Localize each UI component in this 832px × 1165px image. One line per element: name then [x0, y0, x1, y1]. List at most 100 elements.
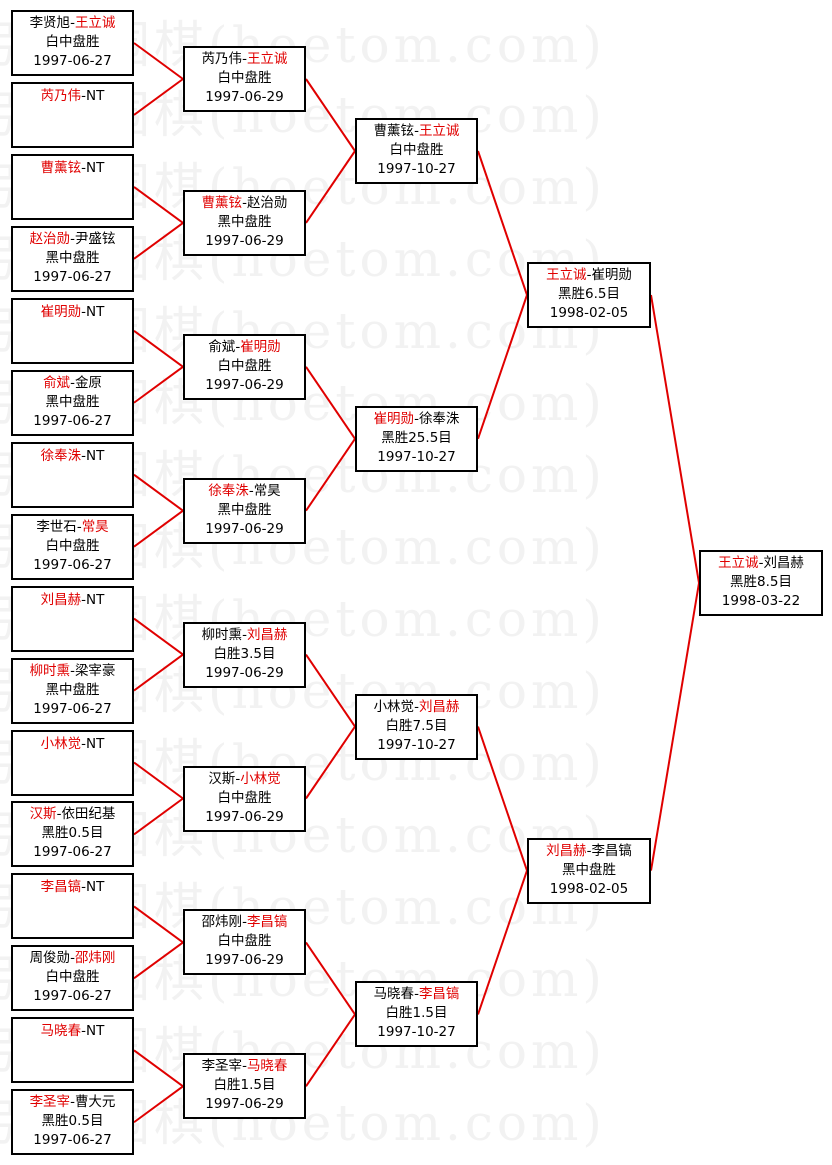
player-name: 汉斯 — [208, 771, 236, 787]
match-result: 黑胜6.5目 — [558, 286, 620, 302]
players-separator: - — [414, 699, 419, 715]
player-name: 刘昌赫 — [246, 627, 288, 643]
player-name: 徐奉洙 — [40, 448, 82, 464]
player-name: 邵炜刚 — [201, 914, 243, 930]
match-players: 刘昌赫-李昌镐 — [529, 842, 649, 861]
player-name: 崔明勋 — [240, 339, 281, 355]
players-separator: - — [70, 231, 75, 247]
match-result: 白中盘胜 — [389, 142, 444, 158]
player-name: 柳时熏 — [29, 663, 71, 679]
players-separator: - — [70, 375, 75, 391]
players-separator: - — [414, 986, 419, 1002]
match-box: 马晓春-NT — [11, 1017, 134, 1083]
match-players: 李贤旭-王立诚 — [13, 14, 132, 33]
bracket-connector-line — [133, 653, 184, 692]
players-separator: - — [242, 51, 247, 67]
player-name: 小林觉 — [373, 699, 415, 715]
player-name: 李贤旭 — [29, 15, 71, 31]
player-name: 曹薰铉 — [201, 195, 243, 211]
player-name: 李圣宰 — [29, 1094, 71, 1110]
players-separator: - — [70, 663, 75, 679]
match-players: 徐奉洙-NT — [13, 447, 132, 466]
player-name: 李昌镐 — [246, 914, 288, 930]
match-players: 刘昌赫-NT — [13, 591, 132, 610]
player-name: 金原 — [74, 375, 102, 391]
player-name: 曹薰铉 — [373, 123, 415, 139]
player-name: 俞斌 — [208, 339, 236, 355]
match-date: 1997-06-27 — [33, 413, 112, 429]
match-players: 芮乃伟-NT — [13, 87, 132, 106]
match-box: 芮乃伟-NT — [11, 82, 134, 148]
player-name: 李昌镐 — [591, 843, 632, 859]
match-players: 赵治勋-尹盛铉 — [13, 230, 132, 249]
bracket-connector-line — [133, 1085, 184, 1124]
match-date: 1997-10-27 — [377, 737, 456, 753]
player-name: NT — [86, 736, 105, 752]
players-separator: - — [81, 88, 86, 104]
bracket-connector-line — [305, 438, 356, 512]
match-players: 李圣宰-曹大元 — [13, 1093, 132, 1112]
players-separator: - — [242, 1058, 247, 1074]
player-name: 周俊勋 — [29, 950, 71, 966]
match-players: 王立诚-刘昌赫 — [701, 554, 821, 573]
match-result: 白胜1.5目 — [213, 1077, 276, 1093]
players-separator: - — [81, 736, 86, 752]
player-name: 崔明勋 — [40, 304, 82, 320]
players-separator: - — [70, 950, 75, 966]
match-players: 马晓春-李昌镐 — [357, 985, 476, 1004]
match-result: 白胜3.5目 — [213, 646, 276, 662]
bracket-connector-line — [305, 366, 356, 440]
player-name: 王立诚 — [418, 123, 460, 139]
match-players: 徐奉洙-常昊 — [185, 482, 304, 501]
players-separator: - — [56, 806, 62, 822]
match-players: 小林觉-NT — [13, 735, 132, 754]
match-players: 周俊勋-邵炜刚 — [13, 949, 132, 968]
bracket-connector-line — [133, 509, 184, 548]
players-separator: - — [242, 195, 247, 211]
player-name: 马晓春 — [373, 986, 415, 1002]
bracket-connector-line — [477, 726, 528, 871]
bracket-connector-line — [650, 294, 700, 584]
bracket-connector-line — [305, 726, 356, 800]
bracket-connector-line — [133, 617, 184, 656]
match-date: 1997-06-29 — [205, 665, 284, 681]
player-name: 王立诚 — [246, 51, 288, 67]
player-name: 常昊 — [253, 483, 281, 499]
match-date: 1997-06-27 — [33, 701, 112, 717]
player-name: 依田纪基 — [61, 806, 116, 822]
bracket-connector-line — [305, 150, 356, 224]
match-players: 汉斯-依田纪基 — [13, 805, 132, 824]
match-date: 1997-06-29 — [205, 1096, 284, 1112]
match-result: 白中盘胜 — [45, 34, 100, 50]
player-name: 马晓春 — [40, 1023, 82, 1039]
player-name: NT — [86, 304, 105, 320]
match-result: 黑中盘胜 — [562, 862, 616, 878]
match-box: 曹薰铉-NT — [11, 154, 134, 220]
match-date: 1998-02-05 — [549, 305, 629, 321]
player-name: NT — [86, 1023, 105, 1039]
bracket-connector-line — [133, 222, 184, 260]
players-separator: - — [242, 914, 247, 930]
match-result: 黑胜0.5目 — [41, 1113, 104, 1129]
bracket-connector-line — [133, 186, 184, 224]
player-name: 王立诚 — [546, 267, 587, 283]
player-name: 李圣宰 — [201, 1058, 243, 1074]
match-players: 芮乃伟-王立诚 — [185, 50, 304, 69]
match-date: 1997-06-27 — [33, 844, 112, 860]
match-date: 1998-03-22 — [721, 593, 801, 609]
players-separator: - — [81, 592, 86, 608]
match-players: 小林觉-刘昌赫 — [357, 698, 476, 717]
player-name: 李世石 — [36, 519, 77, 535]
